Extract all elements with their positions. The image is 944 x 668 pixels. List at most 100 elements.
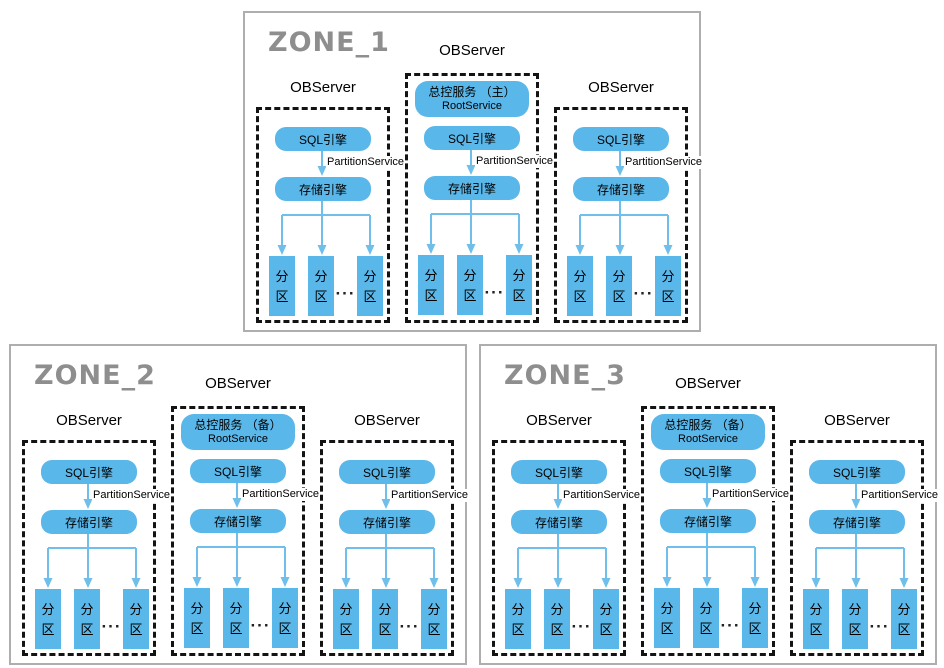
partition-box: 分区 [223, 588, 249, 648]
partition-box: 分区 [693, 588, 719, 648]
observer-server-box: SQL引擎 PartitionService 存储引擎 分区 分区 ··· 分区 [320, 440, 470, 656]
partitions-row: 分区 分区 ··· 分区 [646, 588, 770, 648]
partitions-row: 分区 分区 ··· 分区 [497, 589, 621, 649]
storage-engine-box: 存储引擎 [573, 177, 669, 201]
arrow-down-icon [702, 483, 712, 508]
fanout-arrows-icon [662, 533, 760, 587]
partition-box: 分区 [372, 589, 398, 649]
partition-box: 分区 [269, 256, 295, 316]
observer-label: OBServer [588, 79, 654, 96]
partition-box: 分区 [544, 589, 570, 649]
server-columns: OBServer SQL引擎 PartitionService 存储引擎 分区 … [22, 346, 470, 656]
partition-char: 区 [599, 621, 613, 637]
root-service-title: 总控服务 （主） [428, 85, 516, 99]
partitions-ellipsis: ··· [484, 283, 505, 302]
sql-engine-box: SQL引擎 [660, 459, 756, 483]
partition-service-connector: PartitionService [497, 484, 642, 510]
partitions-row: 分区 分区 ··· 分区 [261, 256, 385, 316]
partition-service-connector: PartitionService [261, 151, 406, 177]
partition-service-label: PartitionService [326, 156, 406, 169]
partition-char: 分 [278, 600, 292, 616]
zone-2-panel: ZONE_2 OBServer OBServer SQL引擎 Partition… [9, 344, 470, 665]
observer-server-box: 总控服务 （主） RootService SQL引擎 PartitionServ… [405, 73, 555, 323]
sql-engine-box: SQL引擎 [809, 460, 905, 484]
partition-char: 分 [599, 601, 613, 617]
sql-engine-box: SQL引擎 [511, 460, 607, 484]
partition-char: 区 [424, 287, 438, 303]
partition-service-label: PartitionService [241, 488, 321, 501]
partitions-ellipsis: ··· [335, 284, 356, 303]
sql-engine-box: SQL引擎 [41, 460, 137, 484]
partition-service-connector: PartitionService [410, 150, 555, 176]
partition-char: 区 [339, 621, 353, 637]
partition-char: 分 [661, 268, 675, 284]
partition-box: 分区 [803, 589, 829, 649]
partition-char: 区 [41, 621, 55, 637]
fanout-arrows-icon [426, 200, 524, 254]
partitions-row: 分区 分区 ··· 分区 [27, 589, 151, 649]
root-service-box: 总控服务 （备） RootService [181, 414, 295, 450]
partition-service-label: PartitionService [711, 488, 791, 501]
partition-char: 区 [573, 288, 587, 304]
partitions-ellipsis: ··· [633, 284, 654, 303]
storage-engine-box: 存储引擎 [511, 510, 607, 534]
zone-title: ZONE_1 [268, 27, 390, 58]
partition-service-label: PartitionService [624, 156, 704, 169]
observer-group-right: OBServer SQL引擎 PartitionService 存储引擎 分区 … [320, 346, 470, 656]
fanout-arrows-icon [43, 534, 141, 588]
root-service-box: 总控服务 （备） RootService [651, 414, 765, 450]
arrow-down-icon [851, 484, 861, 509]
partition-box: 分区 [742, 588, 768, 648]
partition-char: 分 [511, 601, 525, 617]
partition-box: 分区 [272, 588, 298, 648]
arrow-down-icon [466, 150, 476, 175]
partition-service-connector: PartitionService [795, 484, 940, 510]
partition-service-connector: PartitionService [27, 484, 172, 510]
partition-char: 区 [229, 620, 243, 636]
partition-char: 区 [511, 621, 525, 637]
partition-char: 区 [897, 621, 911, 637]
partition-char: 区 [848, 621, 862, 637]
partition-service-label: PartitionService [390, 489, 470, 502]
observer-label-top: OBServer [439, 42, 505, 59]
partition-char: 区 [427, 621, 441, 637]
partition-char: 分 [129, 601, 143, 617]
observer-server-box: 总控服务 （备） RootService SQL引擎 PartitionServ… [171, 406, 321, 656]
observer-server-box: SQL引擎 PartitionService 存储引擎 分区 分区 ··· 分区 [22, 440, 172, 656]
partition-char: 分 [748, 600, 762, 616]
partition-service-connector: PartitionService [176, 483, 321, 509]
partition-char: 区 [612, 288, 626, 304]
arrow-down-icon [317, 151, 327, 176]
partition-box: 分区 [74, 589, 100, 649]
storage-engine-box: 存储引擎 [660, 509, 756, 533]
root-service-box: 总控服务 （主） RootService [415, 81, 529, 117]
partition-char: 分 [897, 601, 911, 617]
partition-char: 分 [275, 268, 289, 284]
partition-box: 分区 [418, 255, 444, 315]
partition-char: 区 [314, 288, 328, 304]
partition-char: 分 [512, 267, 526, 283]
partition-box: 分区 [505, 589, 531, 649]
partition-service-label: PartitionService [562, 489, 642, 502]
root-service-subtitle: RootService [678, 433, 738, 445]
partition-box: 分区 [606, 256, 632, 316]
observer-label-top: OBServer [205, 375, 271, 392]
observer-label-top: OBServer [675, 375, 741, 392]
partitions-row: 分区 分区 ··· 分区 [559, 256, 683, 316]
fanout-arrows-icon [277, 201, 375, 255]
partition-char: 分 [612, 268, 626, 284]
partitions-ellipsis: ··· [571, 617, 592, 636]
root-service-title: 总控服务 （备） [194, 418, 282, 432]
partition-char: 分 [339, 601, 353, 617]
partition-char: 区 [809, 621, 823, 637]
partition-char: 区 [699, 620, 713, 636]
partition-char: 区 [378, 621, 392, 637]
partition-char: 分 [573, 268, 587, 284]
zone-3-panel: ZONE_3 OBServer OBServer SQL引擎 Partition… [479, 344, 940, 665]
sql-engine-box: SQL引擎 [424, 126, 520, 150]
partition-box: 分区 [357, 256, 383, 316]
partitions-row: 分区 分区 ··· 分区 [795, 589, 919, 649]
partitions-ellipsis: ··· [869, 617, 890, 636]
partition-char: 分 [190, 600, 204, 616]
partition-char: 分 [809, 601, 823, 617]
